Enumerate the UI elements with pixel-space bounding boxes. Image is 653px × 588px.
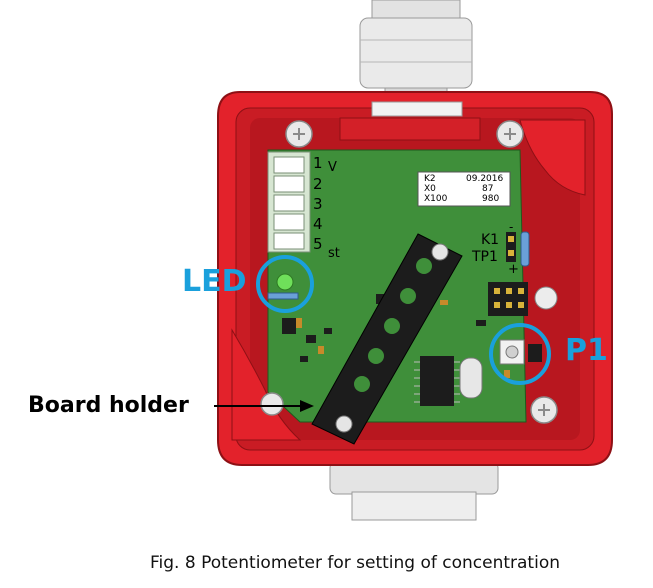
terminal-letter-v: V bbox=[328, 160, 337, 175]
figure-caption: Fig. 8 Potentiometer for setting of conc… bbox=[150, 553, 561, 573]
jumper-sign-plus: + bbox=[508, 262, 519, 277]
terminal-label-2: 2 bbox=[313, 175, 323, 193]
terminal-label-1: 1 bbox=[313, 154, 323, 172]
sticker-row-3-value: 980 bbox=[482, 194, 500, 204]
sticker-row-3-name: X100 bbox=[424, 194, 448, 204]
terminal-label-5: 5 bbox=[313, 235, 323, 253]
sticker-row-1-value: 09.2016 bbox=[466, 174, 504, 184]
jumper-label-tp1: TP1 bbox=[472, 249, 498, 265]
terminal-label-3: 3 bbox=[313, 195, 323, 213]
sticker-row-2-value: 87 bbox=[482, 184, 494, 194]
board-holder-arrow bbox=[214, 400, 314, 412]
sticker-row-2-name: X0 bbox=[424, 184, 436, 194]
terminal-letter-st: st bbox=[328, 246, 340, 261]
board-holder-bar bbox=[311, 233, 463, 445]
p1-highlight-circle bbox=[489, 323, 551, 385]
terminal-label-4: 4 bbox=[313, 215, 323, 233]
board-holder-callout-label: Board holder bbox=[28, 393, 189, 418]
jumper-sign-minus: - bbox=[509, 220, 514, 234]
jumper-label-k1: K1 bbox=[481, 232, 500, 248]
top-cable-gland bbox=[359, 0, 473, 105]
led-callout-label: LED bbox=[182, 264, 247, 299]
led-highlight-circle bbox=[256, 255, 314, 313]
bottom-cable-gland bbox=[329, 461, 499, 521]
p1-callout-label: P1 bbox=[565, 333, 608, 368]
sticker-row-1-name: K2 bbox=[424, 174, 436, 184]
